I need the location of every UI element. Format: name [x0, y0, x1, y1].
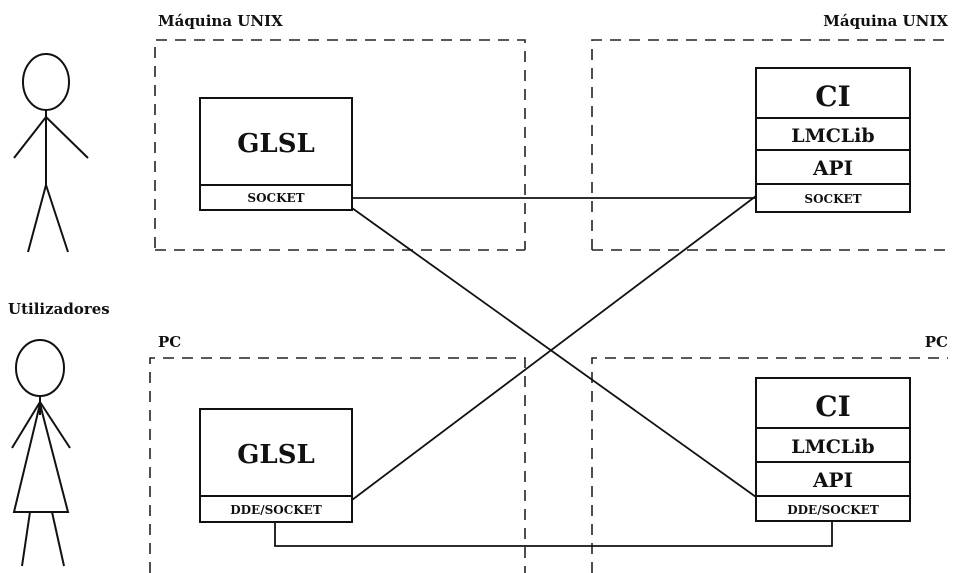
region-label-unix-right: Máquina UNIX — [823, 12, 948, 30]
user-male-icon — [13, 53, 89, 253]
module-ci-unix: CI LMCLib API SOCKET — [755, 67, 911, 213]
glsl-pc-port: DDE/SOCKET — [230, 503, 322, 517]
glsl-unix-title: GLSL — [237, 129, 315, 159]
glsl-pc-title: GLSL — [237, 440, 315, 470]
ci-pc-title: CI — [815, 390, 850, 423]
glsl-unix-port: SOCKET — [247, 191, 304, 205]
link-glsl-pc-to-ci-pc — [274, 521, 833, 547]
region-unix-right — [591, 39, 948, 251]
users-label: Utilizadores — [8, 300, 110, 318]
user-female-icon — [11, 339, 71, 567]
region-pc-left — [149, 357, 526, 573]
link-glsl-unix-to-ci-pc — [351, 207, 757, 498]
connections — [274, 195, 833, 547]
ci-pc-layer-api: API — [812, 468, 853, 492]
ci-unix-layer-api: API — [812, 156, 853, 180]
region-pc-right — [591, 357, 948, 573]
region-unix-left — [154, 39, 526, 251]
ci-unix-layer-lmclib: LMCLib — [791, 125, 874, 147]
region-label-unix-left: Máquina UNIX — [158, 12, 283, 30]
module-glsl-pc: GLSL DDE/SOCKET — [199, 408, 353, 523]
ci-unix-title: CI — [815, 80, 850, 113]
ci-unix-port: SOCKET — [804, 192, 861, 206]
link-glsl-pc-to-ci-unix — [351, 195, 757, 501]
module-glsl-unix: GLSL SOCKET — [199, 97, 353, 211]
ci-pc-layer-lmclib: LMCLib — [791, 436, 874, 458]
module-ci-pc: CI LMCLib API DDE/SOCKET — [755, 377, 911, 522]
ci-pc-port: DDE/SOCKET — [787, 503, 879, 517]
region-label-pc-left: PC — [158, 333, 181, 351]
region-label-pc-right: PC — [925, 333, 948, 351]
